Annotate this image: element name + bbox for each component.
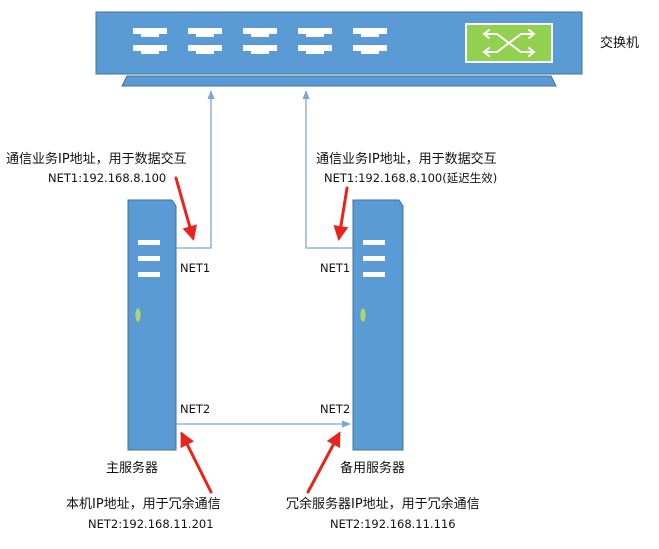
backup-server-slot <box>363 256 385 261</box>
primary-server-name: 主服务器 <box>106 460 158 476</box>
backup-net1-port-label: NET1 <box>320 261 350 275</box>
backup-net1-link <box>302 90 353 249</box>
backup-net2-purpose: 冗余服务器IP地址，用于冗余通信 <box>286 496 480 512</box>
switch-base <box>121 75 557 87</box>
backup-net2-port-label: NET2 <box>320 402 350 416</box>
primary-server-led <box>134 307 142 323</box>
primary-server-slot <box>138 272 160 277</box>
backup-net1-purpose: 通信业务IP地址，用于数据交互 <box>316 151 497 167</box>
primary-server: 主服务器 <box>106 199 177 476</box>
switch-cross-arrows-icon <box>465 23 553 63</box>
backup-net2-ip: NET2:192.168.11.116 <box>330 517 456 531</box>
switch-port-icon <box>188 28 222 37</box>
primary-net1-ip: NET1:192.168.8.100 <box>48 171 166 185</box>
backup-net2-callout-arrow <box>306 431 341 494</box>
switch-port-icon <box>133 28 167 37</box>
primary-net2-port-label: NET2 <box>180 402 210 416</box>
switch-port-icon <box>298 28 332 37</box>
backup-server: 备用服务器 <box>340 199 405 476</box>
primary-server-slot <box>138 256 160 261</box>
backup-server-body <box>352 199 404 451</box>
backup-net1-callout-arrow <box>333 186 349 241</box>
primary-net2-purpose: 本机IP地址，用于冗余通信 <box>66 496 221 512</box>
primary-net2-ip: NET2:192.168.11.201 <box>88 517 214 531</box>
switch-port-icon <box>353 28 387 37</box>
switch-ports <box>133 28 387 54</box>
primary-server-body <box>127 199 177 451</box>
switch-port-icon <box>188 45 222 54</box>
switch-port-icon <box>243 45 277 54</box>
primary-net2-callout-arrow <box>180 431 213 494</box>
switch-port-icon <box>133 45 167 54</box>
primary-server-slot <box>138 240 160 245</box>
backup-net1-ip: NET1:192.168.8.100(延迟生效) <box>324 171 497 185</box>
primary-net1-link <box>176 90 215 249</box>
callout-arrows <box>174 176 349 494</box>
switch-port-icon <box>243 28 277 37</box>
switch-label: 交换机 <box>600 35 639 51</box>
primary-net1-purpose: 通信业务IP地址，用于数据交互 <box>6 151 187 167</box>
backup-server-name: 备用服务器 <box>340 460 405 476</box>
switch-port-icon <box>353 45 387 54</box>
backup-server-slot <box>363 272 385 277</box>
switch-port-icon <box>298 45 332 54</box>
primary-net1-port-label: NET1 <box>180 261 210 275</box>
primary-net1-callout-arrow <box>174 176 197 241</box>
switch: 交换机 <box>95 11 639 87</box>
backup-server-led <box>359 307 367 323</box>
network-links <box>176 90 353 428</box>
backup-server-slot <box>363 240 385 245</box>
